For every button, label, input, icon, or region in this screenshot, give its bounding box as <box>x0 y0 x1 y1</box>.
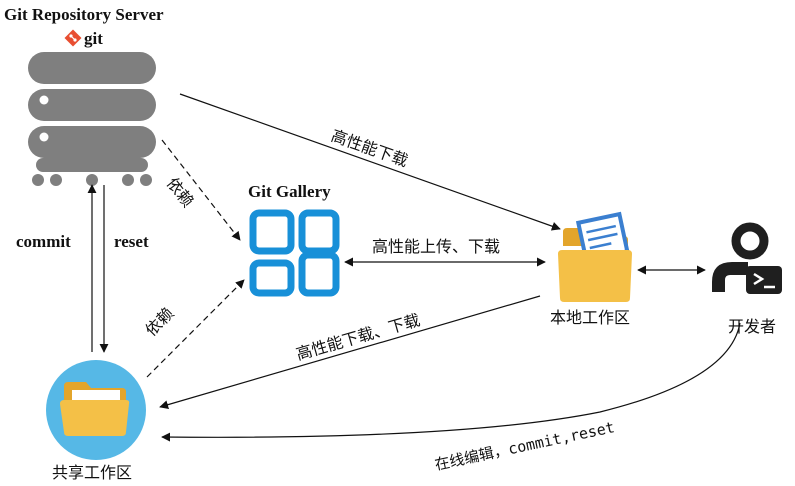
gallery-title: Git Gallery <box>248 182 331 201</box>
gallery-grid-icon <box>249 209 340 297</box>
shared-label: 共享工作区 <box>52 463 132 482</box>
developer-label: 开发者 <box>728 317 776 336</box>
local-label: 本地工作区 <box>550 308 630 327</box>
edge-label-shared-gallery: 依赖 <box>141 304 177 340</box>
git-logo: git <box>64 29 103 48</box>
local-folder-icon <box>558 211 632 302</box>
shared-workspace-icon <box>46 360 146 460</box>
edge-developer-shared <box>161 322 741 442</box>
edge-label-developer-shared: 在线编辑，commit,reset <box>433 418 616 474</box>
git-logo-text: git <box>84 29 103 48</box>
developer-icon <box>712 222 782 294</box>
edge-server-local <box>179 93 561 231</box>
edge-shared-gallery <box>146 279 245 378</box>
edge-label-commit: commit <box>16 232 71 251</box>
database-icon <box>28 52 156 186</box>
edge-local-shared <box>159 295 541 410</box>
edge-label-local-shared: 高性能下载、下载 <box>294 310 422 364</box>
edge-server-gallery <box>161 139 241 241</box>
edge-label-gallery-local: 高性能上传、下载 <box>372 237 500 256</box>
edge-label-reset: reset <box>114 232 149 251</box>
server-title: Git Repository Server <box>4 5 164 24</box>
edge-label-server-local: 高性能下载 <box>329 126 411 171</box>
edge-label-server-gallery: 依赖 <box>163 174 198 211</box>
